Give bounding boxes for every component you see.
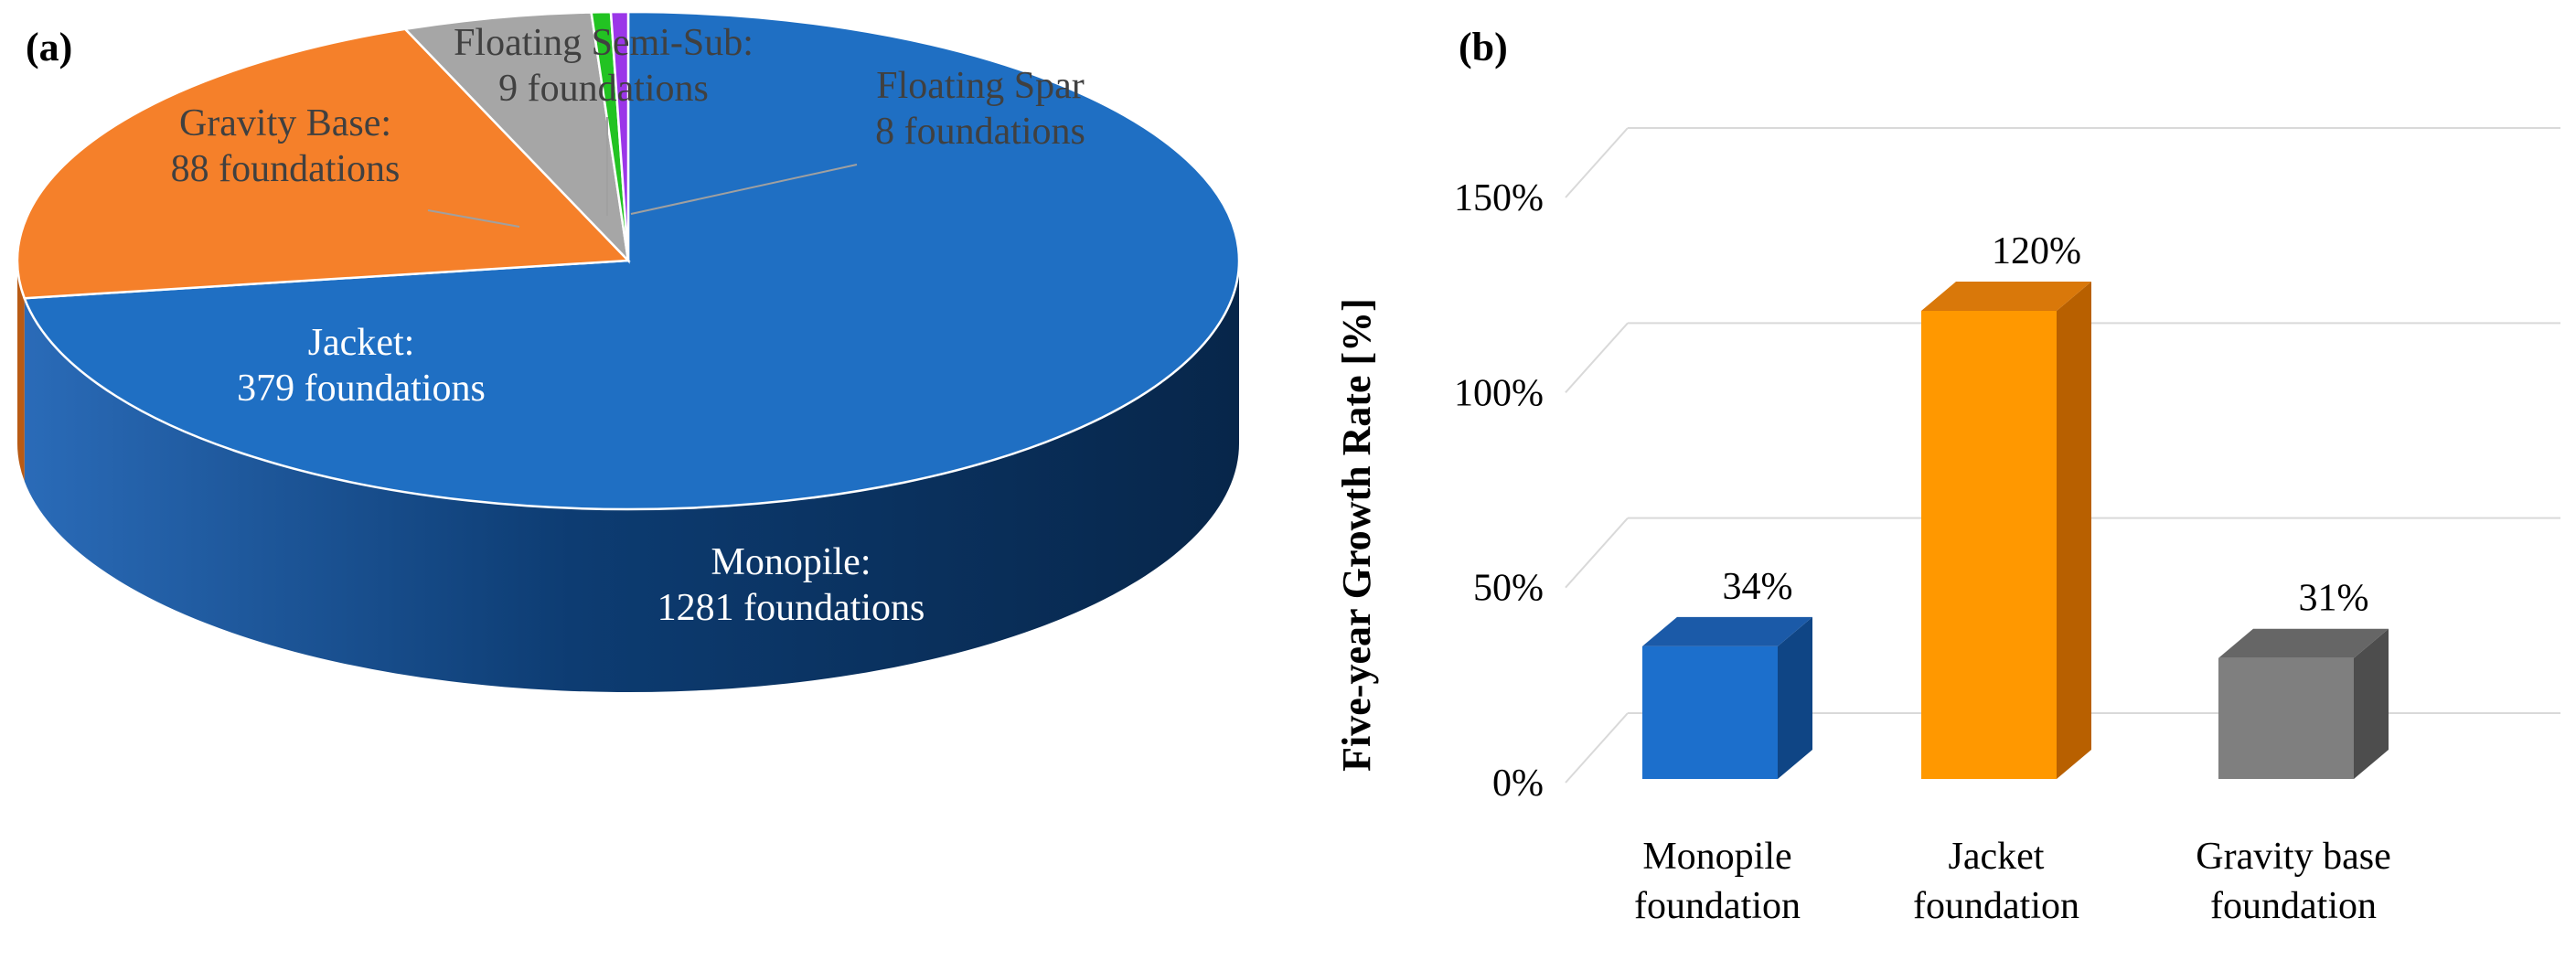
bar-y-ticks: 0% 50% 100% 150% (1454, 177, 1544, 805)
pie-label-jacket: Jacket:379 foundations (237, 322, 486, 410)
gridline-side (1565, 127, 1629, 198)
gridline-side (1565, 712, 1629, 784)
bar-side (1778, 616, 1812, 779)
leader-gravity-base (427, 209, 520, 228)
pie-slice-monopile (22, 10, 1241, 511)
bar-top (1642, 616, 1812, 646)
bar-front (2218, 657, 2354, 779)
bar-0 (1642, 616, 1812, 779)
pie-side-jacket (17, 261, 25, 482)
leader-floating-spar (630, 164, 858, 215)
pie-label-gravity-base: Gravity Base:88 foundations (171, 102, 401, 190)
y-tick-label: 50% (1473, 568, 1544, 610)
pie-tops (16, 10, 1241, 511)
pie-leader-lines (427, 117, 858, 228)
bar-top (1921, 282, 2091, 311)
y-tick-label: 0% (1492, 763, 1544, 805)
gridline-side (1565, 322, 1629, 394)
bar-data-label: 31% (2299, 578, 2369, 620)
bar-data-label: 120% (1992, 230, 2081, 272)
bar-front (1642, 645, 1778, 779)
bar-bars (1642, 282, 2389, 779)
pie-side-monopile (24, 261, 1240, 692)
y-tick-label: 150% (1454, 177, 1544, 219)
pie-slice-floating-spar (609, 10, 630, 261)
gridline-side (1565, 517, 1629, 589)
y-tick-label: 100% (1454, 372, 1544, 414)
bar-front (1921, 311, 2057, 779)
bar-1 (1921, 282, 2091, 779)
panel-label-b: (b) (1459, 25, 1508, 69)
pie-sides (17, 261, 1240, 692)
pie-label-monopile: Monopile:1281 foundations (657, 541, 925, 629)
bar-2 (2218, 628, 2389, 779)
y-axis-label: Five-year Growth Rate [%] (1334, 298, 1379, 772)
panel-label-a: (a) (26, 25, 72, 69)
bar-data-labels: 34% 120% 31% (1723, 230, 2369, 620)
pie-slice-jacket (16, 27, 631, 300)
pie-labels: Monopile:1281 foundations Jacket:379 foun… (171, 22, 1085, 629)
bar-top (2218, 628, 2389, 658)
pie-chart: Monopile:1281 foundations Jacket:379 foun… (16, 10, 1241, 692)
bar-side (2354, 628, 2389, 779)
bar-side (2057, 282, 2091, 779)
bar-data-label: 34% (1723, 566, 1793, 608)
pie-label-floating-semi-sub: Floating Semi-Sub:9 foundations (454, 22, 754, 110)
pie-slice-gravity-base (402, 11, 630, 264)
